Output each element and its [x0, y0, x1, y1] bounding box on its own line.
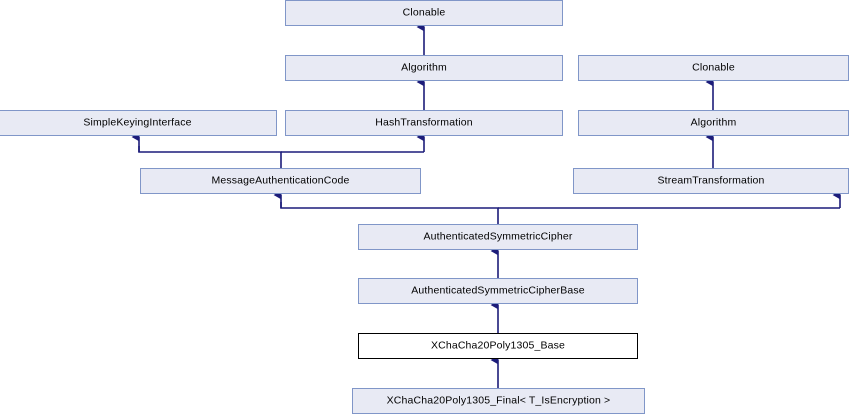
- class-node-authenticatedsymmetriccipher[interactable]: AuthenticatedSymmetricCipher: [358, 224, 638, 250]
- class-node-label: XChaCha20Poly1305_Final< T_IsEncryption …: [386, 394, 611, 407]
- class-node-label: Clonable: [402, 6, 446, 19]
- class-node-simplekeyinginterface[interactable]: SimpleKeyingInterface: [0, 110, 277, 136]
- class-node-algorithm-right[interactable]: Algorithm: [578, 110, 849, 136]
- edge-asc-to-parents: [280, 202, 499, 224]
- class-node-label: MessageAuthenticationCode: [211, 174, 350, 187]
- class-node-messageauthenticationcode[interactable]: MessageAuthenticationCode: [140, 168, 421, 194]
- class-node-label: SimpleKeyingInterface: [83, 116, 192, 129]
- class-node-label: AuthenticatedSymmetricCipherBase: [411, 284, 585, 297]
- class-node-label: StreamTransformation: [657, 174, 765, 187]
- class-node-label: XChaCha20Poly1305_Base: [430, 339, 566, 352]
- class-node-xchacha20poly1305-final[interactable]: XChaCha20Poly1305_Final< T_IsEncryption …: [352, 388, 645, 414]
- edge-mac-to-parents: [138, 146, 282, 168]
- class-node-clonable-top[interactable]: Clonable: [285, 0, 563, 26]
- class-node-label: AuthenticatedSymmetricCipher: [423, 230, 573, 243]
- class-node-label: Algorithm: [690, 116, 737, 129]
- class-node-hashtransformation[interactable]: HashTransformation: [285, 110, 563, 136]
- class-node-authenticatedsymmetriccipherbase[interactable]: AuthenticatedSymmetricCipherBase: [358, 278, 638, 304]
- class-node-label: Algorithm: [401, 61, 447, 74]
- class-node-clonable-right[interactable]: Clonable: [578, 55, 849, 81]
- class-node-xchacha20poly1305-base[interactable]: XChaCha20Poly1305_Base: [358, 333, 638, 359]
- class-node-label: HashTransformation: [375, 116, 473, 129]
- class-node-algorithm-center[interactable]: Algorithm: [285, 55, 563, 81]
- class-node-label: Clonable: [692, 61, 735, 74]
- class-node-streamtransformation[interactable]: StreamTransformation: [573, 168, 849, 194]
